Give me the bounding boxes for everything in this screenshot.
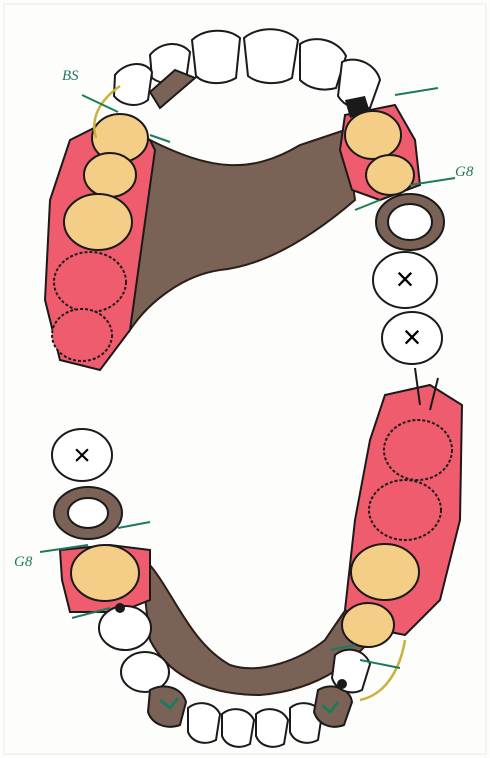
- lower-left-ring-crown-inner: [68, 498, 108, 528]
- missing-tooth-marker: ×: [403, 319, 422, 355]
- upper-tooth: [244, 29, 298, 83]
- upper-left-denture-tooth: [84, 153, 136, 197]
- lower-right-denture-tooth: [384, 420, 452, 480]
- ring-crown-inner: [388, 204, 432, 240]
- annotation-line: [355, 200, 380, 210]
- upper-right-ring-crown: [376, 194, 444, 250]
- upper-tooth: [114, 64, 152, 105]
- upper-major-connector: [125, 130, 355, 330]
- missing-tooth-marker: ×: [73, 439, 91, 472]
- lower-right-denture-tooth: [369, 480, 441, 540]
- upper-arch: × × BS G8: [45, 29, 474, 370]
- upper-right-abutment: [345, 111, 401, 159]
- lower-left-tooth: [99, 606, 151, 650]
- upper-right-denture-tooth: [366, 155, 414, 195]
- annotation-line: [395, 88, 438, 95]
- upper-left-denture-tooth: [54, 252, 126, 312]
- missing-tooth-marker: ×: [396, 261, 415, 297]
- lower-tooth: [256, 709, 288, 747]
- lower-right-abutment: [342, 603, 394, 647]
- label-upper-left: BS: [62, 68, 79, 84]
- annotation-line: [118, 522, 150, 528]
- page-border: [4, 4, 486, 754]
- upper-tooth: [192, 31, 240, 83]
- annotation-line: [82, 95, 118, 112]
- lower-arch: × G8: [14, 368, 462, 747]
- lower-tooth: [188, 703, 220, 743]
- lower-right-denture-tooth: [351, 544, 419, 600]
- label-upper-right: G8: [455, 164, 474, 180]
- lower-tooth: [222, 709, 254, 747]
- lower-left-abutment: [71, 545, 139, 601]
- upper-right-missing-teeth: × ×: [373, 252, 442, 364]
- label-lower-left: G8: [14, 554, 33, 570]
- upper-left-denture-tooth: [52, 309, 112, 361]
- rest-seat: [337, 679, 347, 689]
- upper-left-denture-tooth: [64, 194, 132, 250]
- rest-seat: [115, 603, 125, 613]
